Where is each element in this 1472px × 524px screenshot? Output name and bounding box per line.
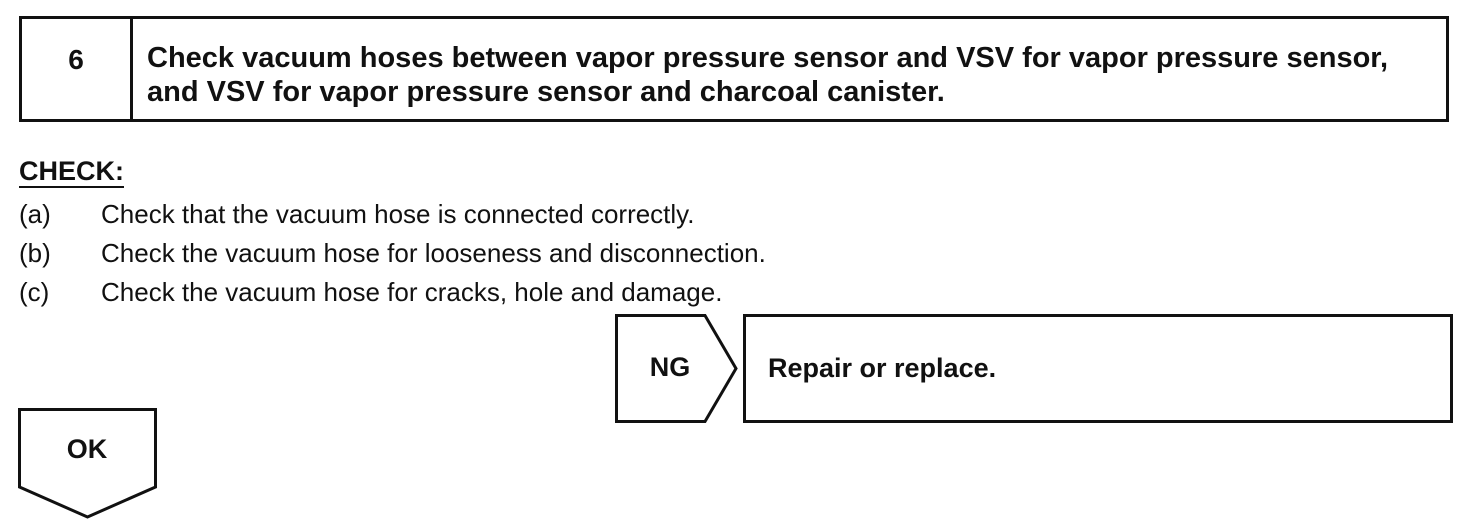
check-item-a: (a) Check that the vacuum hose is connec…: [19, 196, 766, 235]
check-item-text: Check the vacuum hose for looseness and …: [101, 238, 766, 268]
check-item-marker: (c): [19, 277, 50, 307]
ng-result-text: Repair or replace.: [768, 353, 997, 383]
check-item-marker: (b): [19, 238, 51, 268]
check-item-c: (c) Check the vacuum hose for cracks, ho…: [19, 274, 766, 313]
ng-arrow-shape: [615, 314, 738, 423]
step-header: 6 Check vacuum hoses between vapor press…: [19, 16, 1449, 122]
ng-label: NG: [649, 352, 691, 382]
ok-label: OK: [66, 434, 108, 464]
ng-result-box: Repair or replace.: [743, 314, 1453, 423]
check-item-b: (b) Check the vacuum hose for looseness …: [19, 235, 766, 274]
check-item-text: Check the vacuum hose for cracks, hole a…: [101, 277, 723, 307]
check-item-text: Check that the vacuum hose is connected …: [101, 199, 695, 229]
step-title: Check vacuum hoses between vapor pressur…: [147, 42, 1389, 108]
step-number: 6: [22, 19, 133, 119]
ok-arrow-shape: [18, 408, 157, 519]
check-heading: CHECK:: [19, 156, 124, 188]
check-item-marker: (a): [19, 199, 51, 229]
check-list: (a) Check that the vacuum hose is connec…: [19, 196, 766, 313]
